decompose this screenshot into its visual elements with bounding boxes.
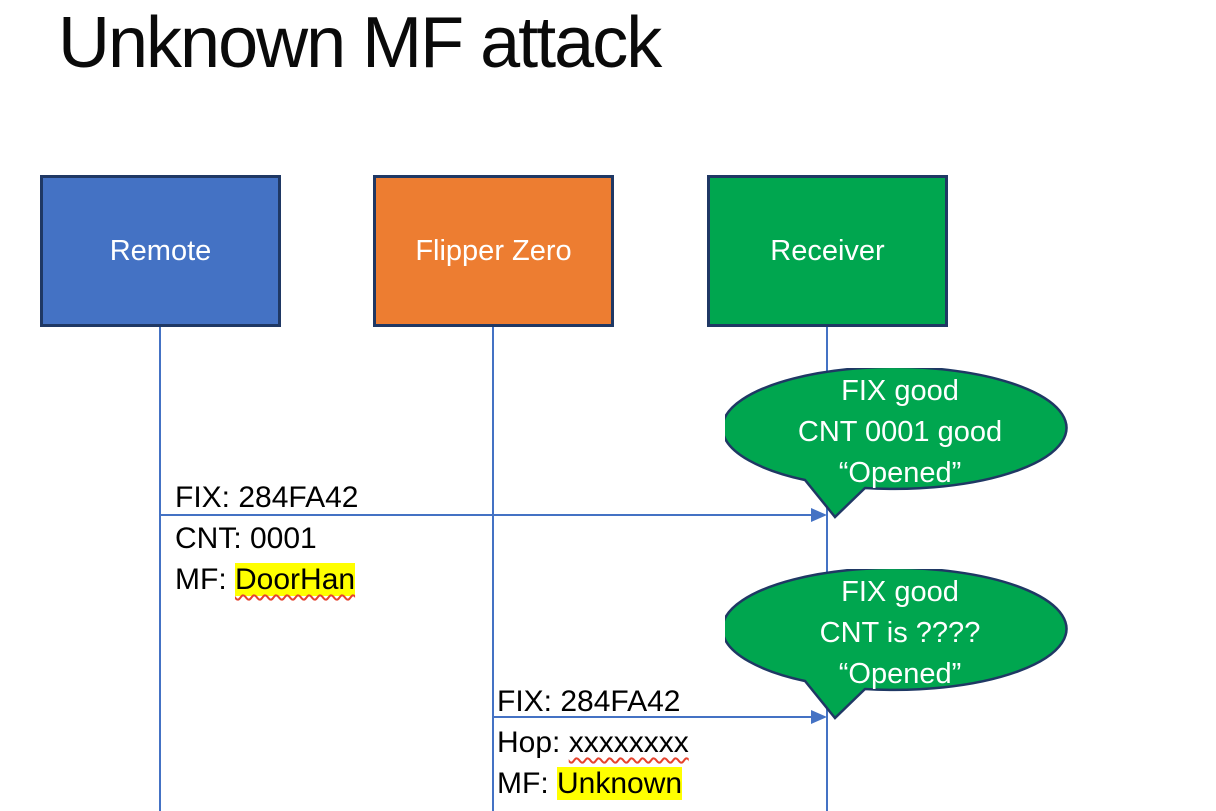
actor-box-remote: Remote <box>40 175 281 327</box>
callout-2-line-3: “Opened” <box>838 658 962 690</box>
callout-bubble-2 <box>725 569 1068 720</box>
callout-1-line-2: CNT 0001 good <box>797 416 1003 448</box>
message-1-fix-text: FIX: 284FA42 <box>175 481 359 514</box>
arrowhead-icon <box>811 508 827 522</box>
message-1-mf-highlighted-text: DoorHan <box>235 563 356 596</box>
message-2-hop-text: Hop: xxxxxxxx <box>497 722 689 763</box>
callout-2-line-1: FIX good <box>841 576 959 608</box>
callout-2-text: FIX good CNT is ???? “Opened” <box>740 572 1060 695</box>
message-2-mf-prefix: MF: <box>497 767 557 800</box>
message-1-mf-text: MF: DoorHan <box>175 559 358 600</box>
arrowhead-icon <box>811 710 827 724</box>
lifeline-receiver <box>826 327 828 811</box>
callout-2-line-2: CNT is ???? <box>819 617 981 649</box>
callout-1-line-3: “Opened” <box>838 457 962 489</box>
actor-label-flipper-zero: Flipper Zero <box>415 234 572 267</box>
lifeline-remote <box>159 327 161 811</box>
callout-bubble-2-shape <box>725 569 1068 720</box>
callout-bubble-1 <box>725 368 1068 519</box>
slide-title: Unknown MF attack <box>58 3 662 83</box>
callout-bubble-1-shape <box>725 368 1068 519</box>
message-arrow-flipper-to-receiver <box>493 716 812 718</box>
message-1-cnt-text: CNT: 0001 <box>175 522 317 555</box>
message-2-mf-highlighted-text: Unknown <box>557 767 683 800</box>
message-2-hop-misspelled-text: xxxxxxxx <box>568 726 689 759</box>
message-2-fix-text: FIX: 284FA42 <box>497 685 681 718</box>
message-2-labels: FIX: 284FA42 Hop: xxxxxxxx MF: Unknown <box>497 681 689 804</box>
actor-box-flipper-zero: Flipper Zero <box>373 175 614 327</box>
actor-label-remote: Remote <box>109 234 212 267</box>
message-arrow-remote-to-receiver <box>160 514 812 516</box>
message-1-labels: FIX: 284FA42 CNT: 0001 MF: DoorHan <box>175 477 358 600</box>
message-2-hop-prefix: Hop: <box>497 726 569 759</box>
callout-1-text: FIX good CNT 0001 good “Opened” <box>740 371 1060 494</box>
message-1-mf-prefix: MF: <box>175 563 235 596</box>
actor-label-receiver: Receiver <box>770 234 885 267</box>
message-2-mf-text: MF: Unknown <box>497 763 689 804</box>
callout-1-line-1: FIX good <box>841 375 959 407</box>
actor-box-receiver: Receiver <box>707 175 948 327</box>
lifeline-flipper-zero <box>492 327 494 811</box>
